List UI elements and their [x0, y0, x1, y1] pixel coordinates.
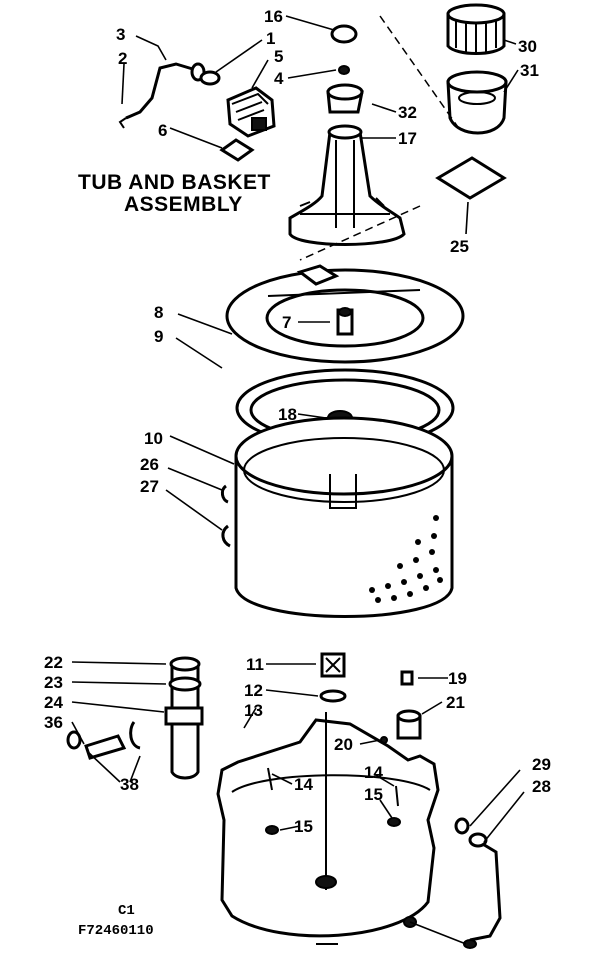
part-clip-27	[221, 524, 231, 548]
part-pin-19	[400, 670, 414, 686]
label-27: 27	[140, 477, 159, 496]
label-1: 1	[266, 29, 275, 48]
basket-perforations	[369, 515, 443, 603]
label-14-right: 14	[364, 763, 383, 782]
part-screw-14b	[395, 785, 399, 807]
label-4: 4	[274, 69, 284, 88]
title-line-1: TUB AND BASKET	[78, 171, 271, 194]
label-36: 36	[44, 713, 63, 732]
part-pump-block	[226, 86, 276, 138]
label-15-left: 15	[294, 817, 313, 836]
label-7: 7	[282, 313, 291, 332]
label-25: 25	[450, 237, 469, 256]
assembly-line-2	[299, 205, 421, 261]
label-26: 26	[140, 455, 159, 474]
label-31: 31	[520, 61, 539, 80]
label-8: 8	[154, 303, 163, 322]
part-bushing-32	[326, 83, 364, 114]
leader-lines	[71, 15, 525, 945]
assembly-line-1	[379, 15, 461, 131]
label-2: 2	[118, 49, 127, 68]
part-hose-bent	[118, 62, 206, 129]
label-29: 29	[532, 755, 551, 774]
part-fabric-softener-30	[446, 3, 506, 55]
part-fitting-7	[336, 307, 354, 336]
label-9: 9	[154, 327, 163, 346]
footer-code-c1: C1	[118, 903, 135, 919]
diagram-footer: C1 F72460110	[78, 903, 154, 939]
part-number-labels: 3 2 1 5 4 6 16 32 17 30 31 25 8 9 7 18 1…	[44, 7, 551, 836]
label-16: 16	[264, 7, 283, 26]
label-5: 5	[274, 47, 283, 66]
label-38: 38	[120, 775, 139, 794]
label-11: 11	[246, 655, 264, 674]
label-14-left: 14	[294, 775, 313, 794]
label-23: 23	[44, 673, 63, 692]
label-28: 28	[532, 777, 551, 796]
part-tub-cover-8	[225, 264, 465, 364]
label-12: 12	[244, 681, 263, 700]
label-17: 17	[398, 129, 417, 148]
part-tub-basket-10	[234, 416, 454, 618]
label-24: 24	[44, 693, 63, 712]
part-cap-16	[330, 24, 358, 44]
label-19: 19	[448, 669, 467, 688]
part-base-13	[216, 712, 440, 945]
title-line-2: ASSEMBLY	[124, 193, 243, 216]
part-bracket-21	[396, 709, 422, 740]
part-hose-38	[84, 734, 127, 760]
label-6: 6	[158, 121, 167, 140]
label-10: 10	[144, 429, 163, 448]
part-plate-6	[219, 138, 255, 162]
diagram-title: TUB AND BASKET ASSEMBLY	[78, 171, 271, 216]
part-hub-11	[320, 652, 346, 678]
label-32: 32	[398, 103, 417, 122]
part-hose-28	[468, 832, 502, 942]
part-nut-4	[338, 65, 350, 75]
label-3: 3	[116, 25, 125, 44]
label-22: 22	[44, 653, 63, 672]
label-18: 18	[278, 405, 297, 424]
part-clip-26	[220, 484, 229, 504]
label-15-right: 15	[364, 785, 383, 804]
label-20: 20	[334, 735, 353, 754]
part-agitator-cap-31	[446, 70, 508, 135]
part-clamp-29	[454, 817, 470, 835]
part-clamp-1	[199, 70, 221, 86]
part-screw-14a	[267, 767, 273, 791]
part-washer-12	[319, 689, 347, 703]
part-filter-25	[435, 156, 507, 200]
label-13: 13	[244, 701, 263, 720]
label-21: 21	[446, 693, 465, 712]
part-pipe-22-24	[164, 656, 204, 780]
part-agitator-17	[288, 124, 406, 246]
footer-code-part: F72460110	[78, 923, 154, 939]
part-clamp-36	[66, 730, 82, 750]
label-30: 30	[518, 37, 537, 56]
part-clip-38	[129, 721, 141, 750]
